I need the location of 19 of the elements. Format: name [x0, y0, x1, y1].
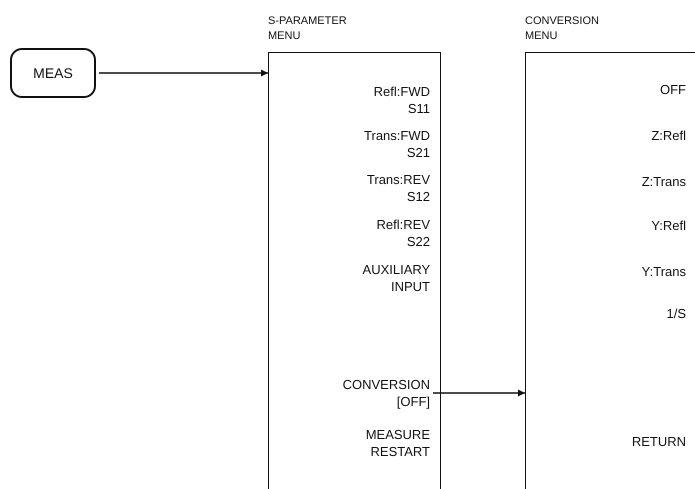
softkey-label: MEASURE RESTART [366, 426, 430, 460]
softkey-label: RETURN [632, 433, 686, 450]
menu-heading: S-PARAMETER MENU [268, 14, 348, 44]
menu-heading: CONVERSION MENU [525, 14, 600, 44]
arrow [99, 70, 268, 76]
softkey-label: CONVERSION [OFF] [342, 376, 430, 410]
softkey-label: AUXILIARY INPUT [362, 261, 430, 295]
softkey-label: Z:Trans [642, 173, 686, 190]
softkey-label: Z:Refl [651, 127, 686, 144]
softkey-label: Trans:REV S12 [366, 171, 430, 205]
softkey-label: Refl:FWD S11 [374, 83, 430, 117]
softkey-label: Y:Refl [651, 217, 686, 234]
softkey-label: Refl:REV S22 [376, 216, 430, 250]
key-button: MEAS [10, 48, 96, 98]
softkey-label: OFF [660, 81, 686, 98]
softkey-label: 1/S [666, 305, 686, 322]
softkey-label: Y:Trans [642, 263, 686, 280]
softkey-label: Trans:FWD S21 [364, 127, 430, 161]
arrow [433, 390, 525, 396]
